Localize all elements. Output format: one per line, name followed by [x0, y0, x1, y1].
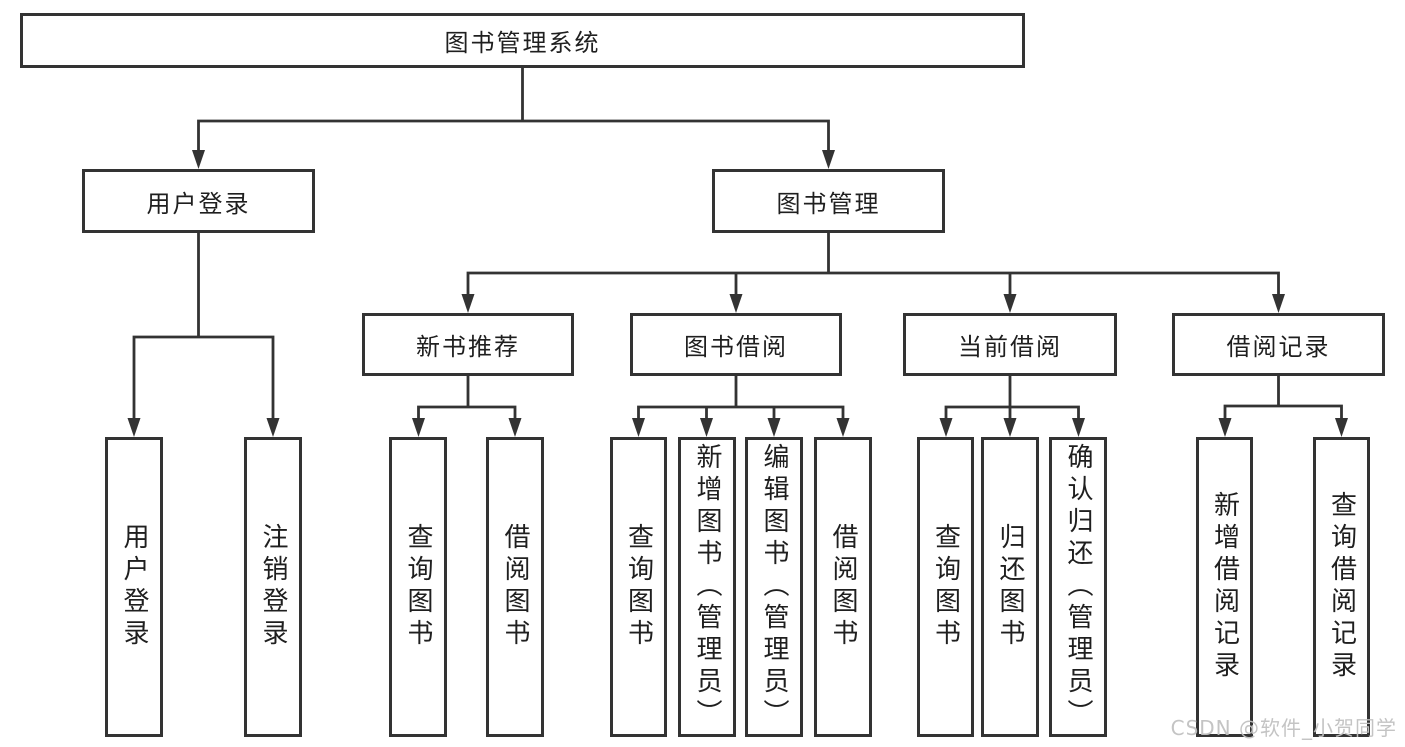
- leaf-cb-return-books: 归还图书: [981, 437, 1039, 737]
- leaf-bb-query-books: 查询图书: [610, 437, 667, 737]
- node-book-management: 图书管理: [712, 169, 945, 233]
- arrowhead: [508, 418, 522, 437]
- node-book-borrowing: 图书借阅: [630, 313, 842, 376]
- arrowhead: [700, 418, 713, 437]
- node-label: 查询图书: [403, 523, 433, 651]
- arrowhead: [836, 418, 850, 437]
- node-label: 新增借阅记录: [1209, 491, 1240, 683]
- arrowhead: [729, 294, 743, 313]
- node-label: 新书推荐: [416, 333, 520, 361]
- node-label: 借阅记录: [1226, 333, 1331, 361]
- node-label: 当前借阅: [958, 333, 1062, 361]
- node-label: 借阅图书: [500, 523, 530, 651]
- node-borrow-records: 借阅记录: [1172, 313, 1385, 376]
- node-label: 用户登录: [146, 189, 251, 218]
- node-label: 查询图书: [930, 523, 961, 651]
- leaf-br-query-record: 查询借阅记录: [1313, 437, 1370, 737]
- node-user-login: 用户登录: [82, 169, 315, 233]
- arrowhead: [1335, 418, 1348, 437]
- watermark: CSDN @软件_小贺同学: [1170, 716, 1397, 740]
- node-new-book-recommend: 新书推荐: [362, 313, 574, 376]
- connector-path: [132, 66, 1343, 422]
- leaf-nbr-query-books: 查询图书: [389, 437, 447, 737]
- leaf-cb-confirm-return-admin: 确认归还（管理员）: [1049, 437, 1107, 737]
- node-label: 编辑图书（管理员）: [759, 443, 789, 731]
- node-label: 新增图书（管理员）: [692, 443, 722, 731]
- node-label: 图书管理系统: [444, 29, 601, 57]
- leaf-bb-add-books-admin: 新增图书（管理员）: [678, 437, 736, 737]
- node-library-system: 图书管理系统: [20, 13, 1025, 68]
- leaf-br-add-record: 新增借阅记录: [1196, 437, 1253, 737]
- leaf-logout: 注销登录: [244, 437, 302, 737]
- leaf-bb-borrow-books: 借阅图书: [814, 437, 872, 737]
- arrowhead: [767, 418, 781, 437]
- arrowhead: [1003, 294, 1017, 313]
- arrowhead: [1003, 418, 1017, 437]
- node-label: 用户登录: [119, 523, 149, 651]
- arrowhead: [939, 418, 953, 437]
- node-label: 借阅图书: [828, 523, 858, 651]
- node-current-borrowing: 当前借阅: [903, 313, 1117, 376]
- arrowhead: [192, 150, 205, 169]
- arrowhead: [1272, 294, 1285, 313]
- arrowhead: [1072, 418, 1085, 437]
- arrowhead: [1218, 418, 1232, 437]
- leaf-nbr-borrow-books: 借阅图书: [486, 437, 544, 737]
- node-label: 注销登录: [258, 523, 288, 651]
- arrowhead: [266, 418, 280, 437]
- arrowhead: [461, 294, 475, 313]
- arrowhead: [127, 418, 141, 437]
- node-label: 确认归还（管理员）: [1063, 443, 1093, 731]
- leaf-bb-edit-books-admin: 编辑图书（管理员）: [745, 437, 803, 737]
- node-label: 查询图书: [623, 523, 654, 651]
- arrowhead: [412, 418, 425, 437]
- node-label: 图书借阅: [684, 333, 788, 361]
- arrowhead: [822, 150, 835, 169]
- leaf-cb-query-books: 查询图书: [917, 437, 974, 737]
- leaf-user-login: 用户登录: [105, 437, 163, 737]
- arrowhead: [632, 418, 645, 437]
- node-label: 查询借阅记录: [1326, 491, 1357, 683]
- node-label: 图书管理: [776, 189, 881, 218]
- node-label: 归还图书: [995, 523, 1025, 651]
- arrowheads: [127, 150, 1348, 437]
